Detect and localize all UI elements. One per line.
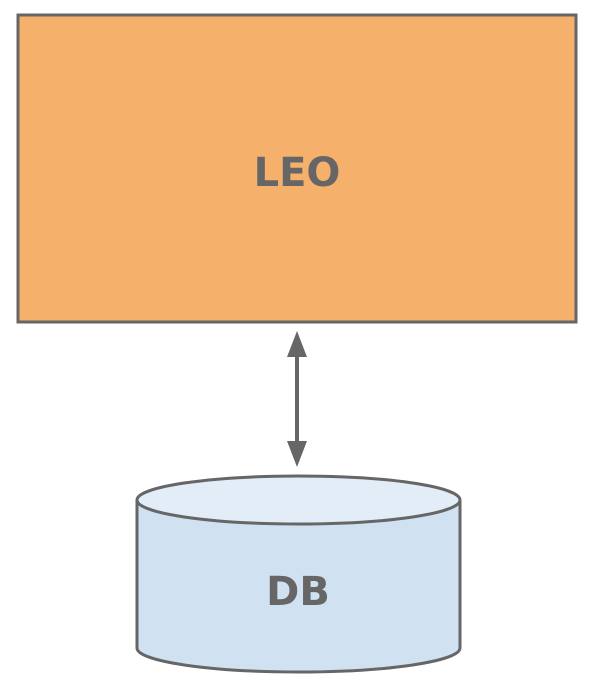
leo-label: LEO bbox=[254, 150, 341, 196]
db-node[interactable]: DB bbox=[135, 474, 462, 674]
leo-box bbox=[16, 13, 578, 324]
db-cylinder-top bbox=[135, 474, 462, 526]
arrow-head-up-icon bbox=[287, 331, 307, 357]
db-label: DB bbox=[266, 569, 330, 615]
connector-arrow bbox=[287, 331, 307, 467]
arrow-head-down-icon bbox=[287, 441, 307, 467]
leo-node[interactable]: LEO bbox=[16, 13, 578, 324]
db-cylinder-body bbox=[135, 500, 462, 674]
